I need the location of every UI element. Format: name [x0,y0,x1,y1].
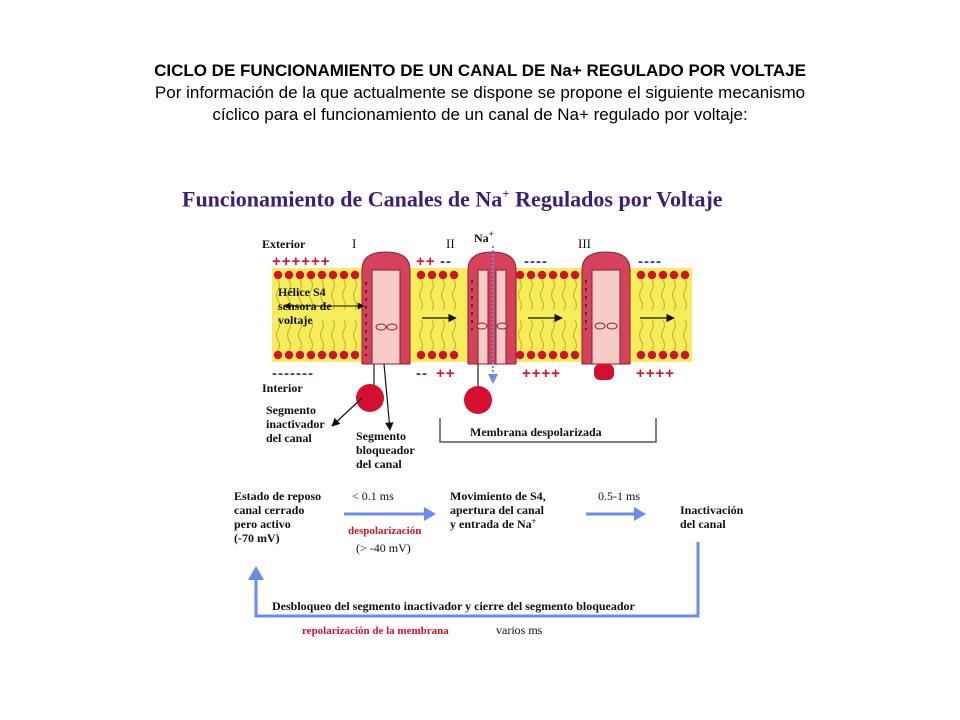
interior-label: Interior [262,381,303,395]
time-2: 0.5-1 ms [598,489,640,503]
channel-stage-1 [356,251,411,412]
charges-top-3: ---- [524,253,548,270]
inact-2: del canal [680,517,726,531]
page-heading: CICLO DE FUNCIONAMIENTO DE UN CANAL DE N… [0,60,960,126]
charges-top-1: ++++++ [272,253,331,270]
inactivator-ball-3 [594,364,614,380]
diagram-title-part1: Funcionamiento de Canales de Na [182,186,503,212]
charges-top-2b: -- [440,253,452,270]
mov-2: apertura del canal [450,503,545,517]
seg-bloq-3: del canal [356,457,402,471]
inactivator-ball-2 [464,386,492,414]
diagram-title-sup: + [502,186,510,201]
blocker-pointer [383,363,394,431]
inactivator-pointer [331,397,363,427]
na-label: Na+ [474,229,494,245]
channel-stage-2 [464,246,517,414]
channel-stage-3 [581,251,631,380]
inactivator-ball-1 [356,384,384,412]
page-subtitle-line-1: Por información de la que actualmente se… [154,83,806,102]
time-1: < 0.1 ms [352,489,394,503]
seg-bloq-1: Segmento [356,429,406,443]
exterior-label: Exterior [262,237,306,251]
mov-3: y entrada de Na+ [450,517,537,531]
helice-label-3: voltaje [278,313,313,327]
charges-bot-2b: ++ [436,365,456,382]
seg-inact-3: del canal [266,431,312,445]
diagram-title-part2: Regulados por Voltaje [509,186,723,212]
seg-inact-1: Segmento [266,403,316,417]
inact-1: Inactivación [680,503,744,517]
desbloqueo-label: Desbloqueo del segmento inactivador y ci… [272,599,636,613]
stage-1-label: I [352,236,356,251]
cycle-arrows [248,507,700,618]
despol-voltage: (> -40 mV) [356,541,411,555]
reposo-3: pero activo [234,517,291,531]
charges-bot-2a: -- [416,365,428,382]
membrane-bracket [439,418,657,443]
mov-1: Movimiento de S4, [450,489,546,503]
charges-top-4: ---- [638,253,662,270]
repol-label: repolarización de la membrana [302,625,449,637]
lipid-heads [273,270,690,360]
varios-label: varios ms [496,623,543,637]
membrana-label: Membrana despolarizada [470,425,602,439]
charges-bot-4: ++++ [636,365,675,382]
reposo-4: (-70 mV) [234,531,280,545]
helice-label-1: Hélice S4 [278,285,326,299]
page-subtitle-line-2: cíclico para el funcionamiento de un can… [212,105,748,124]
reposo-1: Estado de reposo [234,489,321,503]
diagram-title: Funcionamiento de Canales de Na+ Regulad… [182,186,723,212]
charges-top-2a: ++ [416,253,436,270]
seg-inact-2: inactivador [266,417,325,431]
lipid-tails [276,279,687,351]
charges-bot-3: ++++ [522,365,561,382]
reposo-2: canal cerrado [234,503,304,517]
stage-2-label: II [446,236,455,251]
stage-3-label: III [578,236,591,251]
despol-label: despolarización [348,525,421,537]
charges-bot-1: ------- [272,365,314,382]
seg-bloq-2: bloqueador [356,443,415,457]
helice-label-2: sensora de [278,299,332,313]
page-title: CICLO DE FUNCIONAMIENTO DE UN CANAL DE N… [154,61,806,80]
